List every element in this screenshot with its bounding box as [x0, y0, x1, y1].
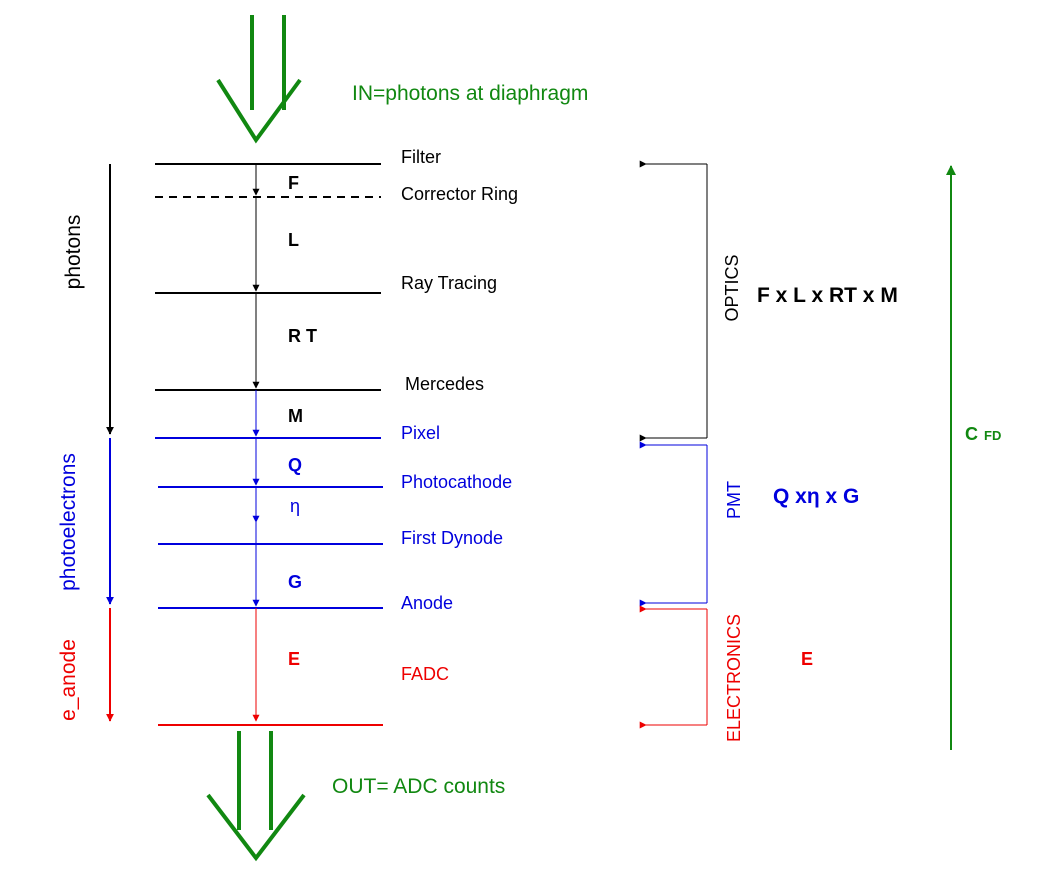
total-cfd-label: C FD: [965, 424, 1001, 444]
factor-eta: η: [290, 496, 300, 516]
factor-g: G: [288, 572, 302, 592]
photoelectrons-label: photoelectrons: [57, 453, 80, 591]
input-label: IN=photons at diaphragm: [352, 82, 588, 105]
optics-formula: F x L x RT x M: [757, 284, 898, 307]
factor-e: E: [288, 649, 300, 669]
electronics-group-label: ELECTRONICS: [724, 614, 744, 742]
electronics-formula: E: [801, 649, 813, 669]
first-dynode-label: First Dynode: [401, 528, 503, 548]
electronics-bracket: [639, 605, 708, 729]
output-arrow: [206, 731, 306, 862]
e-anode-label: e_anode: [57, 639, 80, 721]
optics-group-label: OPTICS: [722, 254, 742, 321]
factor-m: M: [288, 406, 303, 426]
pixel-label: Pixel: [401, 423, 440, 443]
pmt-group-label: PMT: [724, 481, 744, 519]
anode-label: Anode: [401, 593, 453, 613]
mercedes-label: Mercedes: [405, 374, 484, 394]
optics-bracket: [639, 160, 708, 442]
photons-label: photons: [62, 215, 85, 290]
factor-f: F: [288, 173, 299, 193]
photocathode-label: Photocathode: [401, 472, 512, 492]
factor-q: Q: [288, 455, 302, 475]
fadc-label: FADC: [401, 664, 449, 684]
ray-tracing-label: Ray Tracing: [401, 273, 497, 293]
pmt-formula: Q xη x G: [773, 485, 859, 508]
total-c: C: [965, 424, 978, 444]
output-label: OUT= ADC counts: [332, 775, 505, 798]
total-fd-subscript: FD: [984, 428, 1001, 443]
factor-l: L: [288, 230, 299, 250]
filter-label: Filter: [401, 147, 441, 167]
corrector-ring-label: Corrector Ring: [401, 184, 518, 204]
input-arrow: [216, 15, 302, 144]
factor-rt: R T: [288, 326, 317, 346]
pmt-bracket: [639, 441, 708, 607]
